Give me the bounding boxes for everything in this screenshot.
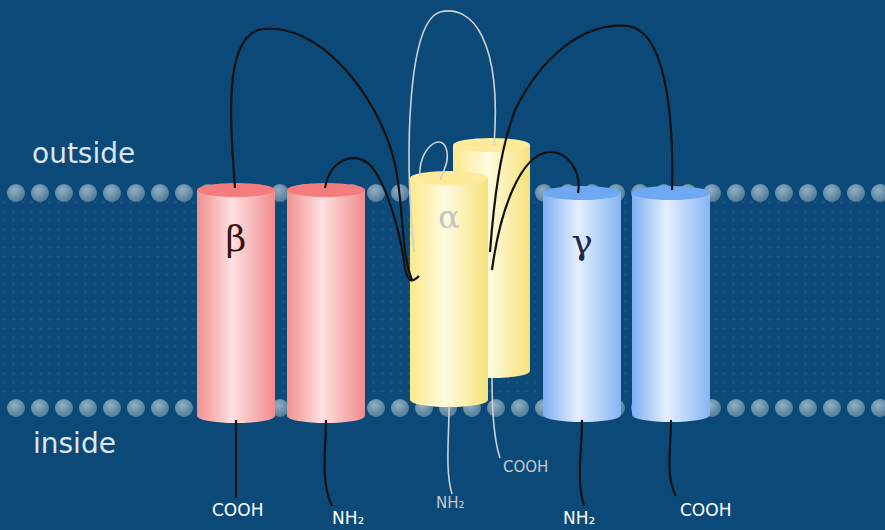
lipid-head bbox=[391, 399, 409, 417]
lipid-head bbox=[823, 184, 841, 202]
side-label: inside bbox=[33, 430, 116, 458]
c-terminal-tail bbox=[492, 378, 500, 458]
subunit-label: α bbox=[410, 201, 488, 233]
lipid-head bbox=[367, 184, 385, 202]
gamma-helix-2 bbox=[632, 186, 710, 422]
lipid-head bbox=[175, 399, 193, 417]
subunit-label: γ bbox=[543, 224, 621, 260]
cylinder-top bbox=[410, 171, 488, 185]
n-terminal-tail bbox=[448, 406, 452, 494]
lipid-head bbox=[487, 399, 505, 417]
terminus-label: COOH bbox=[680, 502, 731, 519]
extracellular-loop bbox=[409, 11, 495, 252]
lipid-head bbox=[799, 184, 817, 202]
cylinder-body bbox=[543, 193, 621, 422]
lipid-head bbox=[55, 184, 73, 202]
lipid-head bbox=[727, 184, 745, 202]
lipid-head bbox=[31, 399, 49, 417]
lipid-head bbox=[823, 399, 841, 417]
terminus-label: COOH bbox=[503, 460, 548, 475]
alpha-tails bbox=[448, 378, 500, 494]
lipid-head bbox=[751, 399, 769, 417]
c-terminal-tail bbox=[235, 420, 237, 498]
cylinder-top bbox=[197, 183, 275, 197]
subunit-label: β bbox=[197, 221, 275, 257]
cylinder-body bbox=[410, 178, 488, 407]
lipid-head bbox=[367, 399, 385, 417]
lipid-head bbox=[751, 184, 769, 202]
extracellular-loop bbox=[325, 158, 419, 280]
n-terminal-tail bbox=[325, 420, 333, 506]
cylinder-shape bbox=[543, 186, 621, 422]
lipid-head bbox=[7, 399, 25, 417]
extracellular-loop bbox=[490, 26, 672, 252]
lipid-head bbox=[103, 184, 121, 202]
lipid-head bbox=[847, 184, 865, 202]
cylinder-shape bbox=[197, 183, 275, 423]
lipid-head bbox=[79, 399, 97, 417]
extracellular-loop bbox=[492, 152, 579, 270]
lipid-head bbox=[175, 184, 193, 202]
cylinder-body bbox=[197, 190, 275, 423]
terminus-label: COOH bbox=[212, 502, 263, 519]
n-terminal-tail bbox=[580, 420, 584, 506]
beta-helix: β bbox=[197, 183, 275, 423]
lipid-head bbox=[127, 184, 145, 202]
gamma-helix: γ bbox=[543, 186, 621, 422]
lipid-head bbox=[871, 399, 885, 417]
lipid-head bbox=[775, 184, 793, 202]
lipid-head bbox=[391, 184, 409, 202]
lipid-head bbox=[847, 399, 865, 417]
c-terminal-tail bbox=[669, 420, 676, 496]
lipid-head bbox=[799, 399, 817, 417]
lipid-head bbox=[775, 399, 793, 417]
cylinder-top bbox=[543, 186, 621, 200]
side-label: outside bbox=[32, 140, 135, 168]
alpha-loops bbox=[409, 11, 495, 252]
terminus-label: NH₂ bbox=[332, 510, 364, 527]
lipid-head bbox=[727, 399, 745, 417]
subunit-loops bbox=[231, 26, 676, 506]
lipid-head bbox=[871, 184, 885, 202]
alpha-helix: α bbox=[410, 171, 488, 407]
beta-helix-2 bbox=[287, 183, 365, 423]
lipid-head bbox=[79, 184, 97, 202]
terminus-label: NH₂ bbox=[436, 496, 465, 511]
lipid-head bbox=[127, 399, 145, 417]
lipid-head bbox=[511, 399, 529, 417]
lipid-head bbox=[151, 399, 169, 417]
terminus-label: NH₂ bbox=[563, 510, 595, 527]
lipid-head bbox=[103, 399, 121, 417]
lipid-head bbox=[31, 184, 49, 202]
extracellular-loop bbox=[231, 29, 412, 280]
lipid-head bbox=[151, 184, 169, 202]
lipid-head bbox=[7, 184, 25, 202]
extracellular-loop bbox=[420, 142, 447, 180]
lipid-head bbox=[55, 399, 73, 417]
